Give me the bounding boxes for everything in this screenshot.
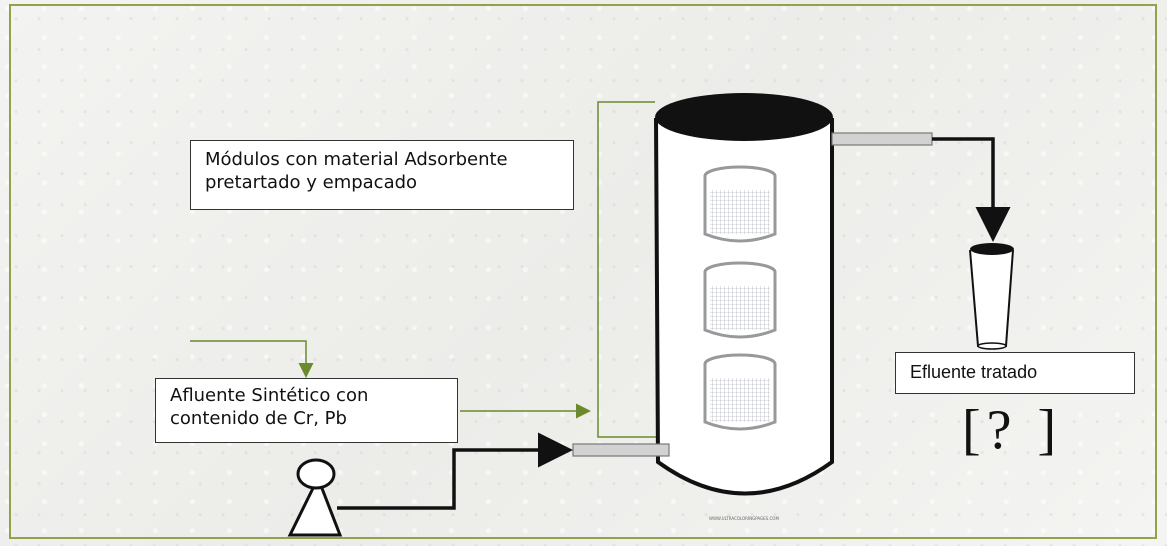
outlet-pipe: [831, 132, 933, 146]
inlet-pipe: [572, 443, 670, 457]
leader-modules: [597, 101, 668, 438]
unknown-concentration-label: [? ]: [962, 399, 1063, 461]
feed-flow-arrow: [337, 432, 573, 510]
efluente-label: Efluente tratado: [895, 352, 1135, 394]
modules-label: Módulos con material Adsorbente pretarta…: [190, 140, 574, 210]
effluent-flow-arrow: [932, 137, 1011, 242]
diagram-frame: [9, 4, 1157, 539]
adsorbent-module: [703, 165, 777, 243]
adsorbent-module: [703, 261, 777, 339]
collection-beaker-icon: [969, 243, 1014, 350]
pump-icon: [287, 458, 343, 537]
adsorbent-module: [703, 353, 777, 431]
watermark: WWW.ULTRACOLORINGPAGES.COM: [709, 516, 779, 521]
afluente-label: Afluente Sintético con contenido de Cr, …: [155, 378, 458, 443]
leader-lines: [190, 101, 668, 438]
leader-afluente-top: [190, 340, 314, 378]
